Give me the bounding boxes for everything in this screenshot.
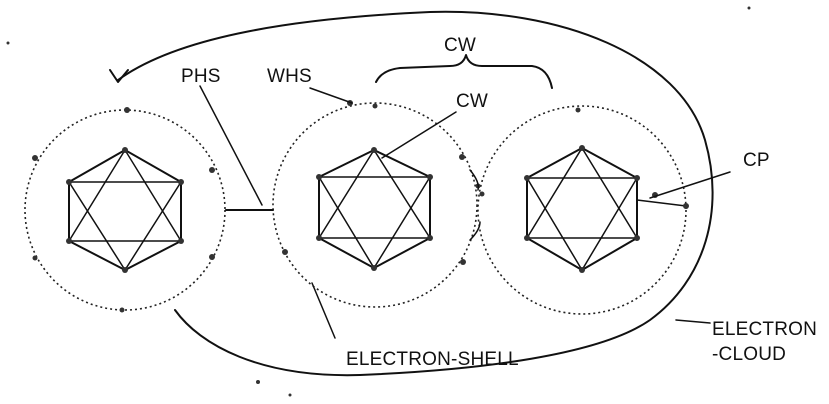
right-electron-shell: [477, 105, 687, 315]
stray-marks: [6, 6, 751, 397]
middle-electron-shell: [272, 102, 478, 308]
middle-hexagram: [316, 147, 433, 271]
cw-inner-pointer: [381, 111, 457, 159]
electron-cloud-pointer: [675, 319, 711, 324]
electron-shell-pointer: [311, 282, 336, 339]
right-hexagram: [524, 145, 640, 273]
electron-cloud-outline: [117, 10, 714, 377]
shell-electrons: [32, 100, 658, 313]
cp-pointer: [649, 171, 731, 199]
whs-pointer: [309, 87, 353, 104]
label-electron-cloud-1: ELECTRON: [712, 319, 817, 340]
label-whs: WHS: [267, 66, 312, 87]
phs-pointer: [199, 85, 263, 206]
label-cw-inner: CW: [456, 91, 488, 112]
left-electron-shell: [24, 109, 226, 311]
cloud-arrowhead: [109, 69, 129, 83]
label-cp: CP: [743, 150, 770, 171]
left-hexagram: [66, 147, 184, 273]
label-cw-top: CW: [444, 35, 476, 56]
cp-to-electron: [636, 199, 687, 207]
label-electron-shell: ELECTRON-SHELL: [346, 349, 519, 370]
shell-junction: [469, 169, 481, 241]
cw-brace: [375, 54, 553, 89]
label-electron-cloud-2: -CLOUD: [712, 344, 786, 365]
label-phs: PHS: [181, 66, 221, 87]
